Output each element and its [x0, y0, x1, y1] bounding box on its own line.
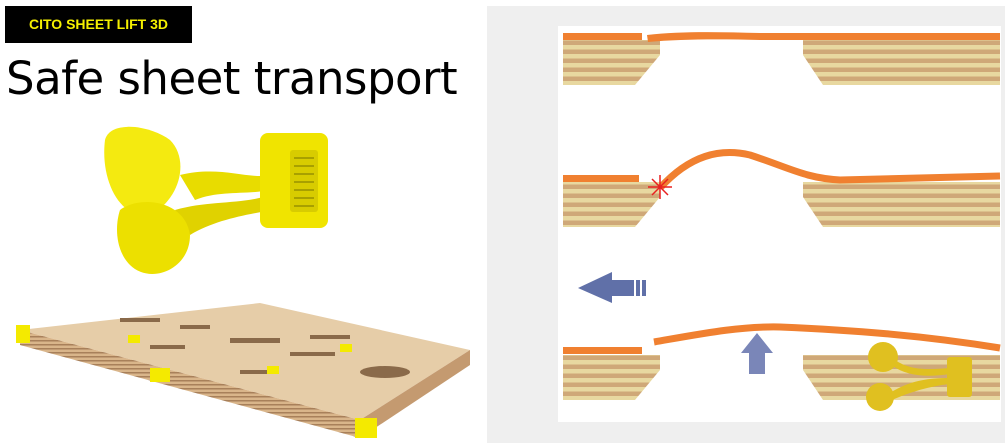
slide-title: Safe sheet transport [6, 52, 458, 105]
lift-arrow-icon [741, 333, 773, 374]
diagram-step-1 [563, 32, 1000, 85]
diagram-step-3 [563, 323, 1001, 411]
die-board-image [16, 303, 470, 438]
collision-icon [648, 175, 672, 199]
sheet-lift-clip-icon [866, 342, 972, 411]
product-badge: CITO SHEET LIFT 3D [5, 6, 192, 43]
transport-direction-arrow-icon [578, 272, 646, 303]
diagram-step-2 [563, 149, 1001, 227]
sheet-lift-product-image [104, 126, 328, 274]
